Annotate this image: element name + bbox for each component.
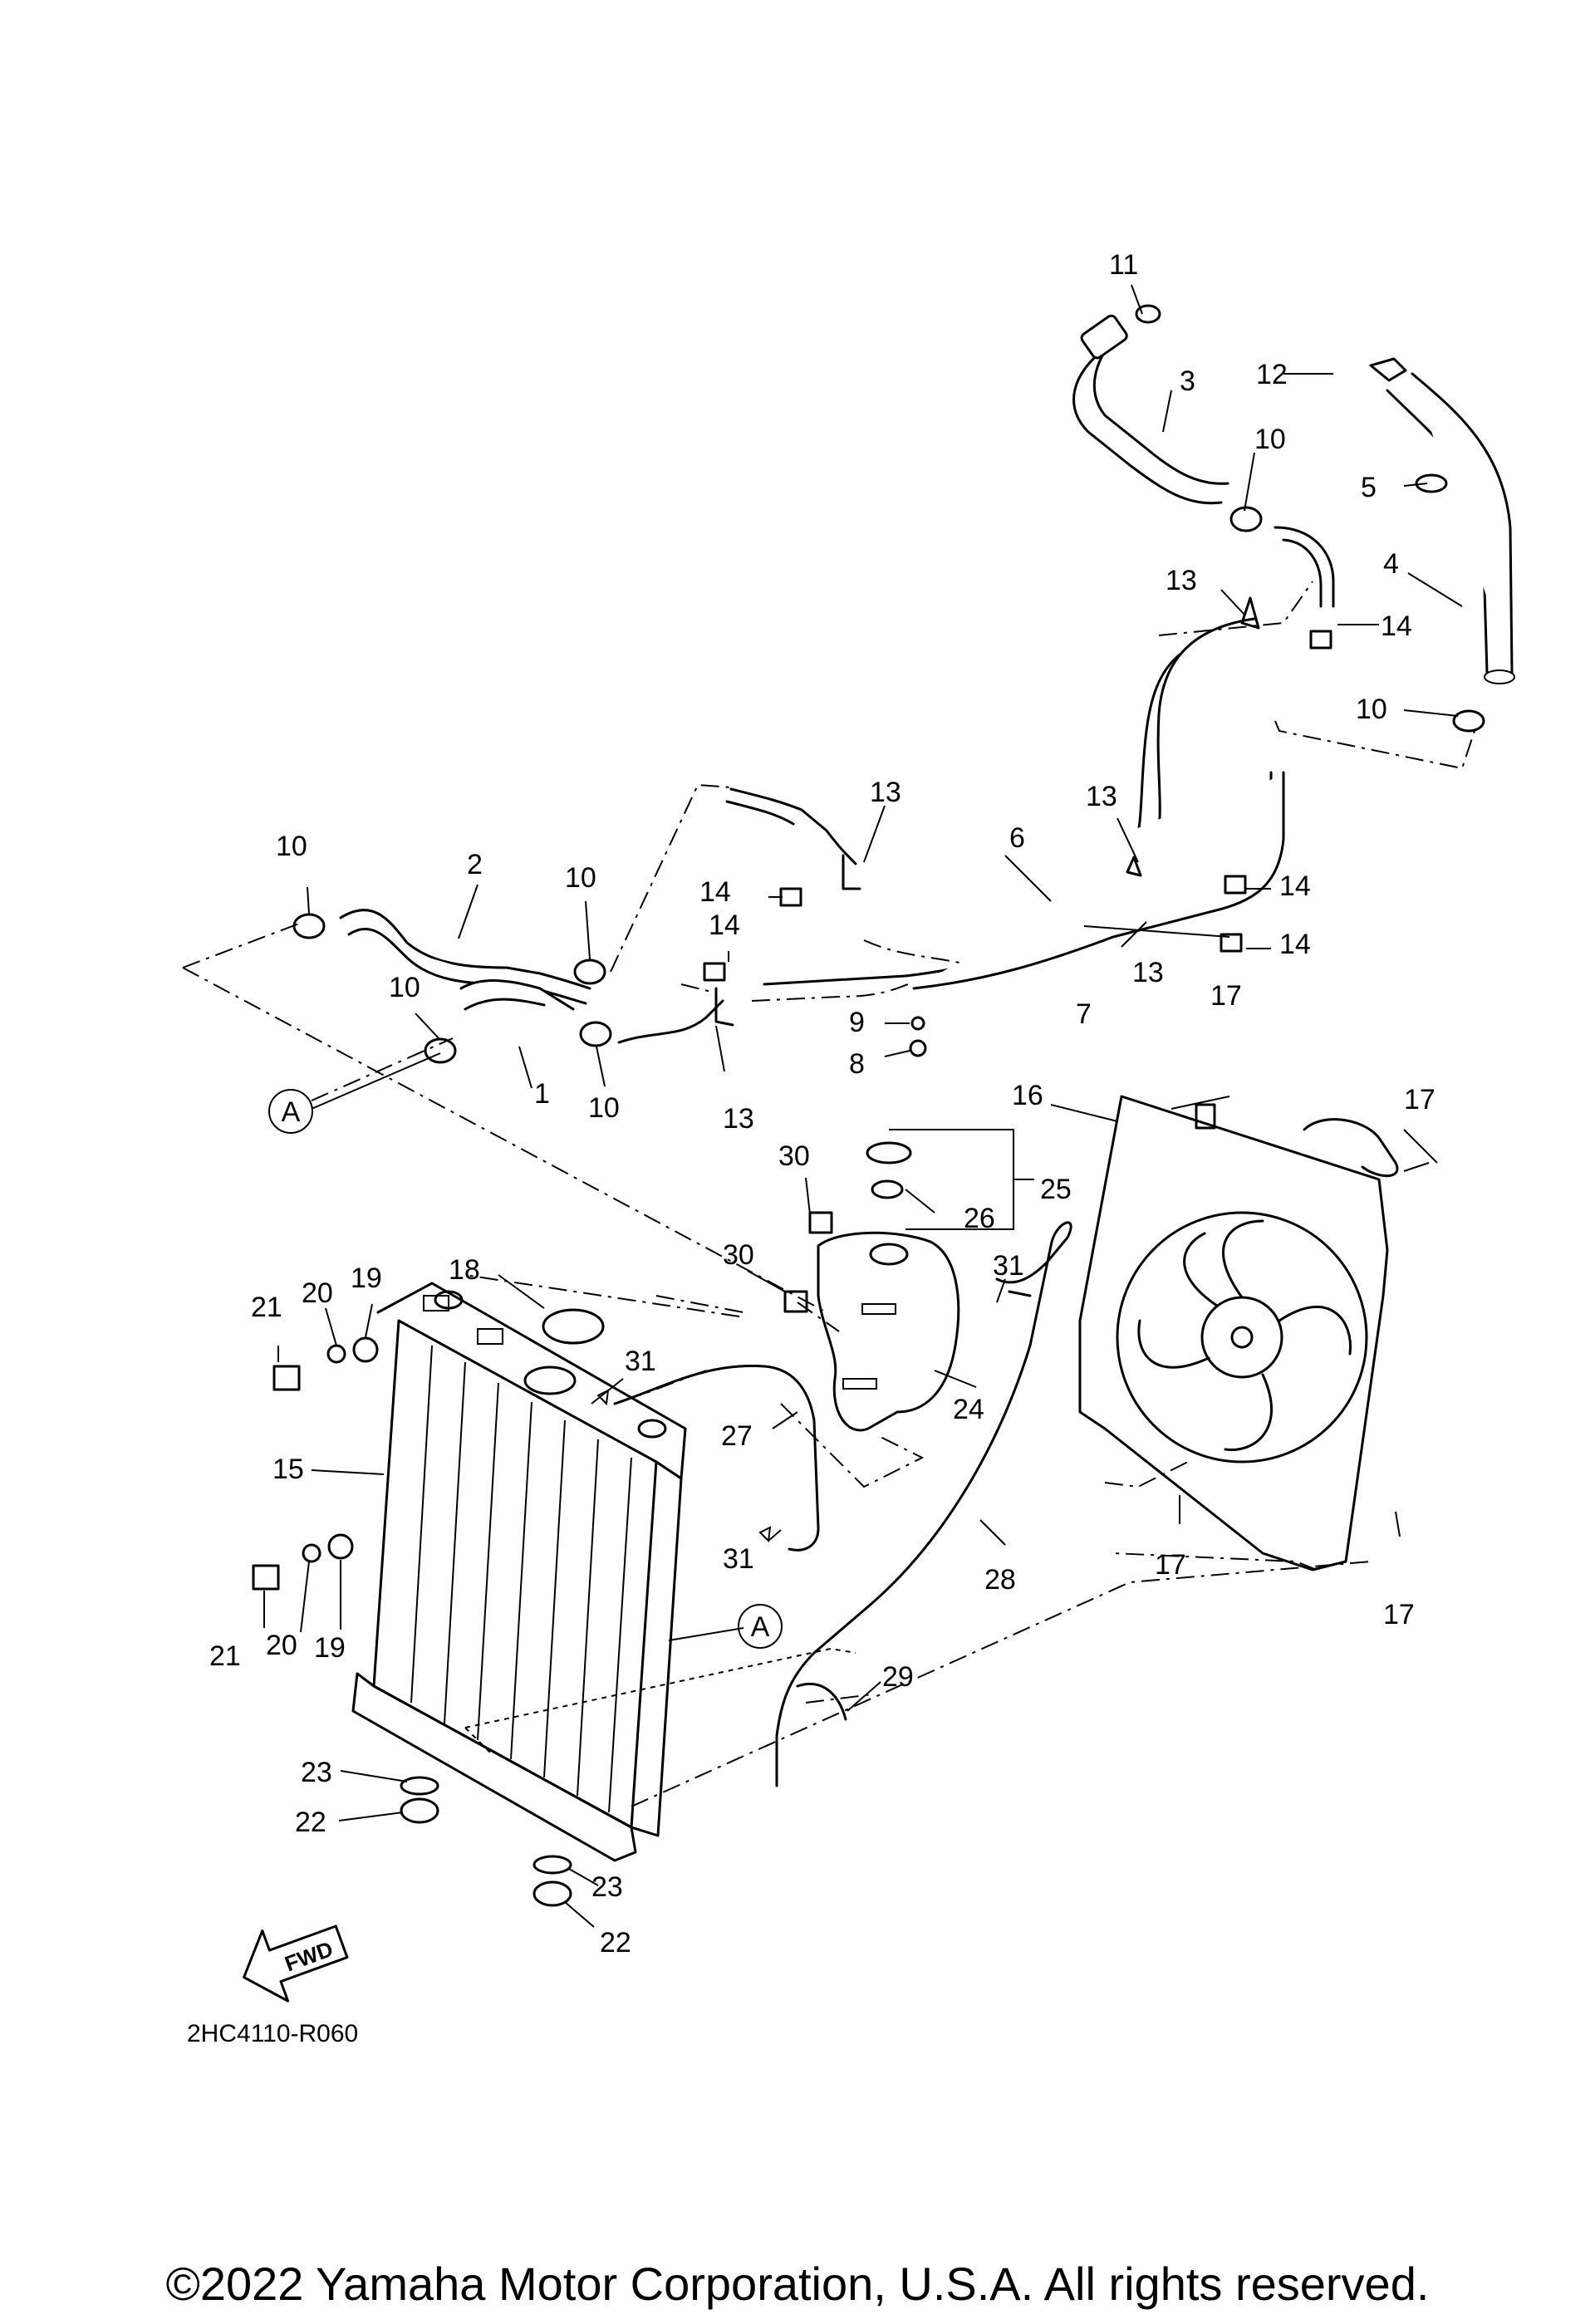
hose-3	[1072, 314, 1229, 505]
callout-10-upper: 10	[1254, 424, 1286, 455]
hose-2	[339, 909, 591, 1005]
callout-31-lower: 31	[723, 1543, 754, 1575]
callout-22-right: 22	[600, 1927, 631, 1959]
callout-9: 9	[849, 1007, 865, 1038]
copyright-notice: ©2022 Yamaha Motor Corporation, U.S.A. A…	[165, 2258, 1430, 2310]
callout-21-upper: 21	[251, 1292, 282, 1323]
callout-5: 5	[1361, 472, 1377, 503]
callout-14-upper: 14	[1381, 610, 1412, 642]
hose-4	[1386, 372, 1515, 684]
callout-14-mid: 14	[709, 909, 740, 941]
callout-27: 27	[721, 1420, 753, 1452]
callout-7: 7	[1076, 998, 1092, 1030]
callout-13-upper: 13	[1166, 565, 1197, 596]
callout-14-right: 14	[1279, 870, 1311, 902]
callout-10-right: 10	[1356, 694, 1387, 725]
callout-23-right: 23	[591, 1871, 623, 1903]
callout-31-right: 31	[993, 1250, 1024, 1282]
callout-20-lower: 20	[266, 1630, 297, 1661]
callout-16: 16	[1012, 1080, 1043, 1111]
callout-2: 2	[467, 849, 483, 880]
callout-24: 24	[953, 1394, 984, 1425]
hose-6	[912, 617, 1256, 944]
callout-15: 15	[272, 1454, 304, 1485]
hose-1	[459, 979, 724, 1044]
view-marker-a-left: A	[268, 1089, 313, 1134]
callout-10-mid: 10	[565, 862, 596, 894]
callout-17-bottom-right: 17	[1383, 1599, 1415, 1630]
radiator	[252, 1282, 687, 1907]
callout-10-left: 10	[389, 972, 420, 1003]
callout-31-mid: 31	[625, 1346, 656, 1377]
small-hoses	[596, 1221, 1072, 1787]
callout-14-left: 14	[699, 876, 731, 908]
callout-22-left: 22	[295, 1807, 326, 1838]
callouts: 1 2 3 4 5 6 7 8 9 10 10 10 10 10 10 11 1…	[209, 249, 1436, 1959]
callout-26: 26	[964, 1203, 995, 1234]
diagram-reference-code: 2HC4110-R060	[187, 2020, 358, 2047]
hose-upper-bend	[1274, 526, 1335, 608]
view-marker-a-label-2: A	[751, 1611, 770, 1643]
callout-19-lower: 19	[314, 1632, 346, 1664]
callout-4: 4	[1383, 548, 1399, 580]
callout-13-right: 13	[1086, 781, 1117, 812]
callout-30-lower: 30	[723, 1239, 754, 1271]
leader-lines	[182, 284, 1475, 1928]
callout-18: 18	[449, 1254, 480, 1286]
callout-17-bottom: 17	[1155, 1549, 1186, 1581]
clamps	[292, 304, 1485, 1064]
brackets	[703, 596, 1332, 1057]
callout-17-top: 17	[1210, 980, 1242, 1012]
callout-13-right-lower: 13	[1132, 957, 1164, 988]
callout-10-hose2: 10	[276, 831, 307, 862]
callout-19-upper: 19	[351, 1263, 382, 1294]
fwd-arrow-icon: FWD	[243, 1924, 349, 2003]
callout-29: 29	[882, 1661, 914, 1693]
callout-25: 25	[1040, 1174, 1072, 1205]
callout-30-upper: 30	[778, 1140, 810, 1172]
view-marker-a-label: A	[282, 1096, 301, 1128]
callout-1: 1	[534, 1078, 550, 1110]
view-marker-a-right: A	[738, 1604, 783, 1649]
callout-14-right-lower: 14	[1279, 929, 1311, 960]
callout-17-right: 17	[1404, 1084, 1436, 1115]
callout-12: 12	[1256, 359, 1288, 390]
callout-11: 11	[1109, 249, 1138, 281]
callout-13-lower: 13	[723, 1103, 754, 1135]
hose-7	[763, 771, 1285, 990]
callout-6: 6	[1009, 822, 1025, 854]
callout-13-mid: 13	[870, 777, 901, 808]
callout-10-lower: 10	[588, 1092, 620, 1124]
coolant-reservoir	[783, 1141, 960, 1432]
callout-3: 3	[1180, 365, 1195, 397]
fan-assembly	[1078, 1095, 1399, 1571]
hose-upper-left	[725, 787, 857, 865]
callout-21-lower: 21	[209, 1640, 241, 1672]
callout-23-left: 23	[301, 1757, 332, 1788]
callout-8: 8	[849, 1048, 865, 1080]
callout-20-upper: 20	[302, 1277, 333, 1309]
callout-28: 28	[984, 1564, 1016, 1596]
